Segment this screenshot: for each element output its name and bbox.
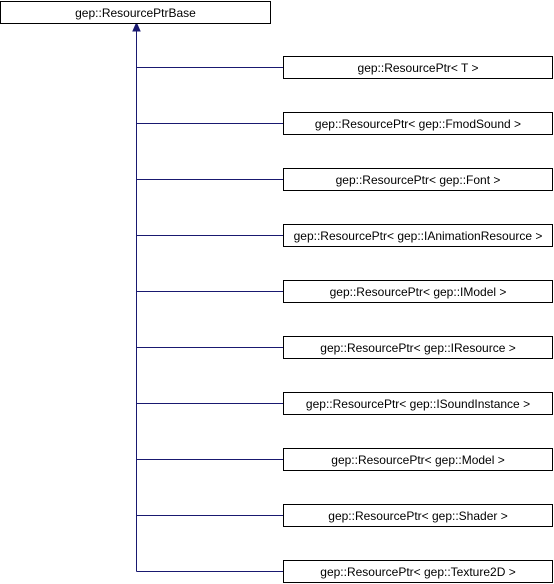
- derived-class-label: gep::ResourcePtr< gep::Texture2D >: [320, 565, 515, 579]
- derived-class-label: gep::ResourcePtr< gep::IModel >: [330, 285, 507, 299]
- derived-class-node[interactable]: gep::ResourcePtr< gep::Model >: [136, 448, 553, 471]
- derived-class-label: gep::ResourcePtr< gep::FmodSound >: [315, 117, 521, 131]
- derived-class-box: [283, 168, 553, 191]
- derived-class-label: gep::ResourcePtr< gep::Model >: [331, 453, 504, 467]
- derived-class-box: [283, 560, 553, 583]
- derived-class-node[interactable]: gep::ResourcePtr< gep::ISoundInstance >: [136, 392, 553, 415]
- derived-class-label: gep::ResourcePtr< T >: [358, 61, 479, 75]
- derived-class-node[interactable]: gep::ResourcePtr< gep::IResource >: [136, 336, 553, 359]
- derived-class-box: [283, 392, 553, 415]
- derived-class-box: [283, 448, 553, 471]
- derived-class-label: gep::ResourcePtr< gep::Font >: [336, 173, 501, 187]
- derived-class-label: gep::ResourcePtr< gep::IAnimationResourc…: [294, 229, 543, 243]
- derived-class-node[interactable]: gep::ResourcePtr< gep::FmodSound >: [136, 112, 553, 135]
- derived-classes-group: gep::ResourcePtr< T > gep::ResourcePtr< …: [136, 56, 553, 583]
- derived-class-node[interactable]: gep::ResourcePtr< gep::IAnimationResourc…: [136, 224, 553, 247]
- derived-class-node[interactable]: gep::ResourcePtr< gep::Shader >: [136, 504, 553, 527]
- derived-class-node[interactable]: gep::ResourcePtr< gep::Font >: [136, 168, 553, 191]
- derived-class-box: [283, 224, 553, 247]
- derived-class-node[interactable]: gep::ResourcePtr< gep::Texture2D >: [136, 560, 553, 583]
- derived-class-box: [283, 112, 553, 135]
- base-class-node[interactable]: gep::ResourcePtrBase: [0, 1, 271, 24]
- inheritance-arrow-head: [132, 21, 141, 32]
- derived-class-box: [283, 56, 553, 79]
- derived-class-label: gep::ResourcePtr< gep::IResource >: [320, 341, 515, 355]
- base-class-box: [0, 1, 271, 24]
- derived-class-box: [283, 336, 553, 359]
- derived-class-node[interactable]: gep::ResourcePtr< gep::IModel >: [136, 280, 553, 303]
- base-class-label: gep::ResourcePtrBase: [75, 6, 196, 20]
- derived-class-box: [283, 504, 553, 527]
- derived-class-label: gep::ResourcePtr< gep::ISoundInstance >: [306, 397, 530, 411]
- derived-class-label: gep::ResourcePtr< gep::Shader >: [328, 509, 507, 523]
- derived-class-box: [283, 280, 553, 303]
- derived-class-node[interactable]: gep::ResourcePtr< T >: [136, 56, 553, 79]
